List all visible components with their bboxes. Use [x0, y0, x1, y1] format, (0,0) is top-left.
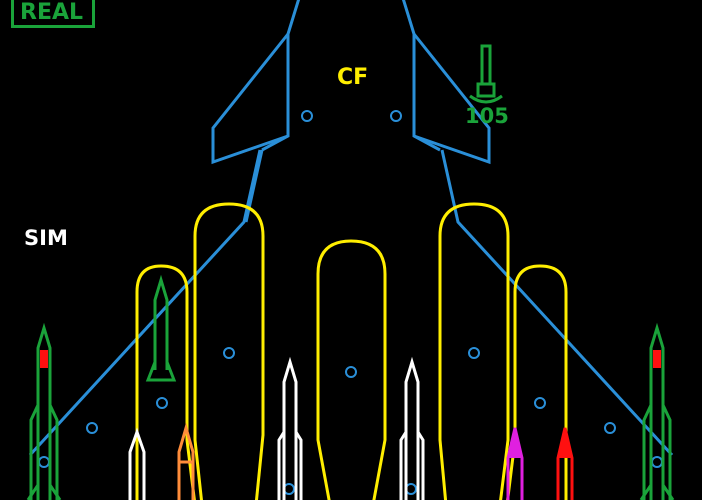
right-wing-leading-edge	[440, 149, 674, 457]
missile-right-wingtip[interactable]	[639, 322, 675, 500]
left-wing-leading-edge	[28, 149, 262, 457]
reference-circle	[468, 347, 480, 359]
pylons	[135, 202, 568, 500]
reference-circle	[390, 110, 402, 122]
missile-left-wingtip[interactable]	[26, 322, 62, 500]
missile-left-center-white[interactable]	[277, 356, 303, 500]
pylon-left-inboard[interactable]	[193, 202, 265, 500]
missile-right-inboard-magenta[interactable]	[506, 427, 524, 500]
left-canard	[211, 33, 290, 165]
reference-circle	[651, 456, 663, 468]
pylon-left-outboard[interactable]	[135, 264, 196, 500]
real-mode-badge[interactable]: REAL	[11, 0, 95, 28]
missile-left-inboard-orange[interactable]	[177, 422, 195, 500]
sim-mode-label[interactable]: SIM	[24, 226, 68, 250]
reference-circle	[345, 366, 357, 378]
missile-left-inboard-white[interactable]	[128, 427, 146, 500]
missile-right-inboard-red[interactable]	[556, 427, 574, 500]
airframe-outline	[28, 0, 674, 457]
pylon-right-inboard[interactable]	[438, 202, 510, 500]
reference-markers	[38, 110, 663, 495]
reference-circle	[534, 397, 546, 409]
left-wing-trailing-edge	[244, 149, 264, 223]
reference-circle	[86, 422, 98, 434]
reference-circle	[38, 456, 50, 468]
reference-circle	[156, 397, 168, 409]
right-canard	[412, 33, 491, 165]
pylon-right-outboard[interactable]	[506, 264, 568, 500]
reference-circle	[223, 347, 235, 359]
fuel-readout: 105	[465, 104, 509, 128]
reference-circle	[301, 110, 313, 122]
fuselage-right-edge	[401, 0, 441, 152]
missile-right-center-white[interactable]	[399, 356, 425, 500]
missile-left-outboard-pylon[interactable]	[145, 274, 177, 382]
reference-circle	[604, 422, 616, 434]
fuel-gauge-icon	[469, 44, 503, 104]
pylon-center[interactable]	[316, 239, 387, 500]
center-station-label: CF	[337, 65, 369, 90]
fuselage-left-edge	[261, 0, 301, 152]
